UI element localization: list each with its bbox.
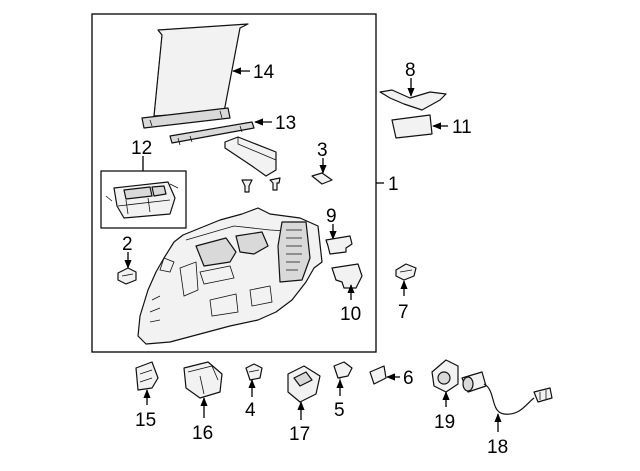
callout-10: 10 bbox=[340, 304, 361, 325]
callout-4: 4 bbox=[245, 400, 256, 421]
callout-3: 3 bbox=[317, 140, 328, 161]
part-15-cover bbox=[135, 361, 159, 391]
callout-5: 5 bbox=[334, 400, 345, 421]
callout-7: 7 bbox=[398, 302, 409, 323]
part-17-module bbox=[287, 365, 321, 403]
part-8-bracket bbox=[379, 89, 447, 111]
part-6-plate bbox=[369, 365, 387, 385]
part-7-clip bbox=[395, 263, 417, 281]
part-10-bracket bbox=[331, 263, 363, 289]
callout-1: 1 bbox=[388, 174, 399, 195]
callout-6: 6 bbox=[403, 368, 414, 389]
part-19-socket bbox=[431, 359, 459, 393]
clip-pair bbox=[241, 177, 281, 193]
part-5-screw bbox=[333, 361, 353, 383]
part-4-screw bbox=[245, 363, 263, 381]
callout-13: 13 bbox=[275, 113, 296, 134]
callout-8: 8 bbox=[405, 60, 416, 81]
part-11-bracket bbox=[391, 114, 433, 139]
callout-16: 16 bbox=[192, 423, 213, 444]
part-9-bracket bbox=[325, 235, 353, 255]
part-16-module bbox=[183, 361, 223, 399]
part-3-clip bbox=[311, 172, 333, 185]
quarter-trim-panel bbox=[137, 207, 323, 345]
callout-18: 18 bbox=[487, 437, 508, 458]
callout-14: 14 bbox=[253, 62, 275, 83]
callout-15: 15 bbox=[135, 410, 156, 431]
callout-12: 12 bbox=[131, 138, 152, 159]
part-14-cargo-cover bbox=[141, 23, 249, 129]
callout-19: 19 bbox=[434, 412, 455, 433]
trim-cover bbox=[224, 136, 277, 177]
callout-17: 17 bbox=[289, 424, 310, 445]
part-18-harness bbox=[461, 371, 553, 415]
callout-2: 2 bbox=[122, 234, 133, 255]
callout-9: 9 bbox=[326, 206, 337, 227]
part-2-screw bbox=[117, 267, 137, 285]
part-12-switch bbox=[105, 181, 179, 219]
part-13-trim-strip bbox=[169, 121, 255, 146]
callout-11: 11 bbox=[452, 117, 472, 138]
